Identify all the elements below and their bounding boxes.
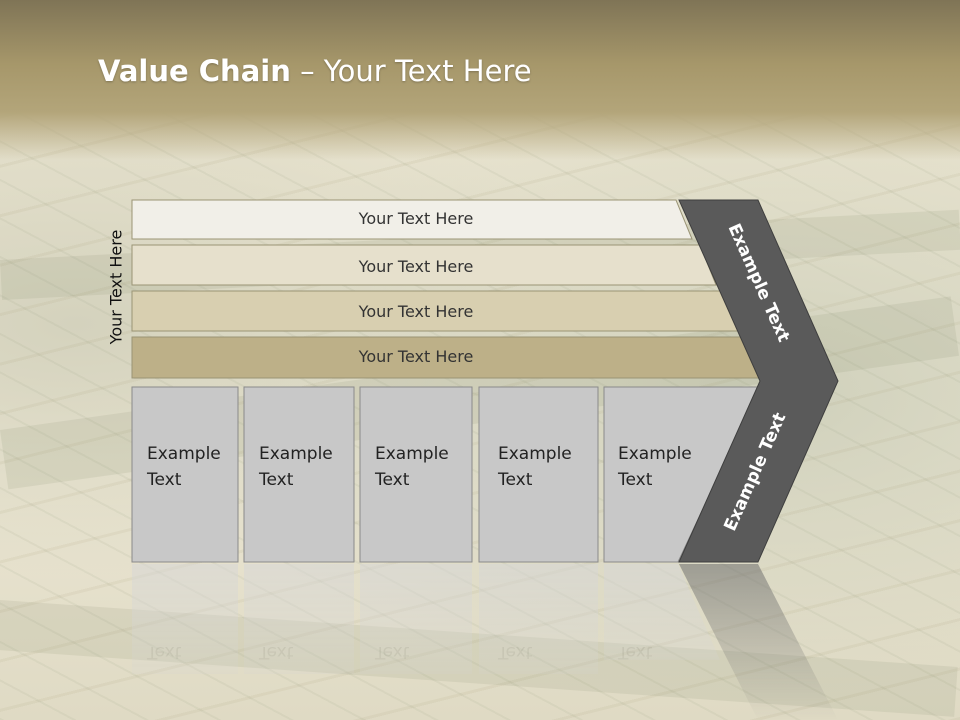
box-4-shape — [603, 386, 761, 563]
margin-chevron: Example Text Example Text — [678, 199, 839, 563]
chevron-reflection — [679, 564, 838, 720]
box-1-reflection-text: Text — [258, 642, 294, 662]
box-3-shape — [478, 386, 599, 563]
box-1-line1: Example — [259, 444, 333, 464]
box-3-reflection — [479, 564, 598, 674]
box-4-reflection-text: Text — [617, 642, 653, 662]
row-1: Your Text Here — [131, 244, 717, 286]
box-2-line1: Example — [375, 444, 449, 464]
box-2-reflection — [360, 564, 472, 674]
box-2-line2: Text — [374, 470, 410, 490]
box-2: Example Text — [359, 386, 473, 563]
box-3-line2: Text — [497, 470, 533, 490]
box-1-shape — [243, 386, 355, 563]
box-4-line2: Text — [617, 470, 653, 490]
box-0-reflection — [132, 564, 238, 674]
box-1: Example Text — [243, 386, 355, 563]
box-0-line2: Text — [146, 470, 182, 490]
row-3-label: Your Text Here — [358, 347, 474, 366]
title-banner — [0, 0, 960, 160]
box-0-reflection-text: Text — [146, 642, 182, 662]
box-3: Example Text — [478, 386, 599, 563]
chevron-shape — [678, 199, 839, 563]
box-3-reflection-text: Text — [497, 642, 533, 662]
box-4: Example Text — [603, 386, 761, 563]
row-0: Your Text Here — [131, 199, 693, 240]
box-3-line1: Example — [498, 444, 572, 464]
box-1-line2: Text — [258, 470, 294, 490]
box-4-line1: Example — [618, 444, 692, 464]
diagram-reflection: Text Text Text Text Text — [132, 564, 838, 720]
box-2-reflection-text: Text — [374, 642, 410, 662]
box-2-shape — [359, 386, 473, 563]
box-0: Example Text — [131, 386, 239, 563]
row-1-label: Your Text Here — [358, 257, 474, 276]
slide-title: Value Chain – Your Text Here — [98, 54, 532, 88]
row-0-shape — [131, 199, 693, 240]
box-1-reflection — [244, 564, 354, 674]
row-2-label: Your Text Here — [358, 302, 474, 321]
row-1-shape — [131, 244, 717, 286]
row-0-label: Your Text Here — [358, 209, 474, 228]
row-3: Your Text Here — [131, 336, 764, 379]
row-2: Your Text Here — [131, 290, 740, 332]
box-4-reflection — [604, 564, 720, 660]
box-0-line1: Example — [147, 444, 221, 464]
box-0-shape — [131, 386, 239, 563]
